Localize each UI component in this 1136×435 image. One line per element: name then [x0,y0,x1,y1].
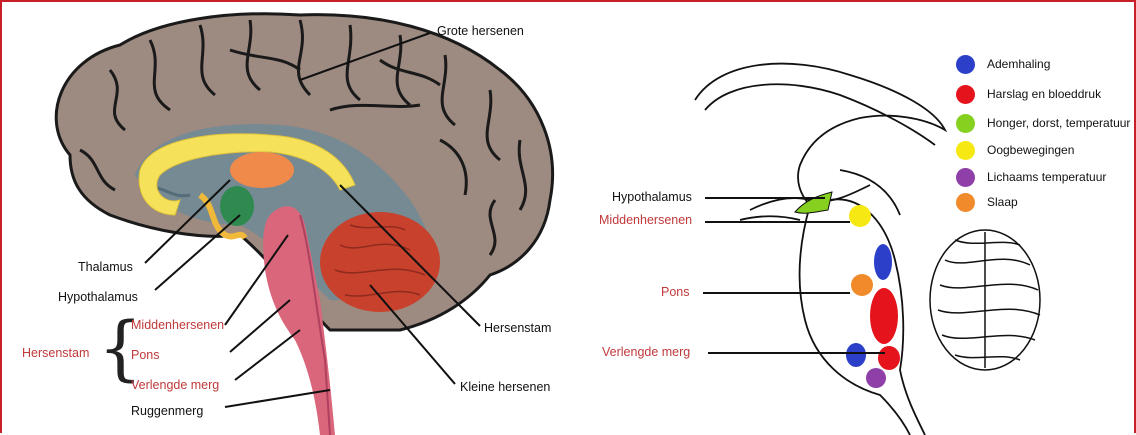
legend-item-lichaams: Lichaams temperatuur [956,166,1106,188]
legend-swatch [956,141,975,160]
dot-slaap [851,274,873,296]
label-pons-right: Pons [661,285,690,299]
label-medulla-left: Verlengde merg [131,378,219,392]
legend-item-slaap: Slaap [956,191,1018,213]
label-thalamus: Thalamus [78,260,133,274]
schematic-hypothalamus [795,192,832,213]
label-hypothalamus-right: Hypothalamus [612,190,692,204]
legend-label: Oogbewegingen [987,143,1074,157]
legend-swatch [956,168,975,187]
legend-item-oogbewegingen: Oogbewegingen [956,139,1074,161]
label-brainstem-group: Hersenstam [22,346,89,360]
legend-swatch [956,193,975,212]
label-midbrain-left: Middenhersenen [131,318,224,332]
label-cerebellum: Kleine hersenen [460,380,550,394]
label-brainstem: Hersenstam [484,321,551,335]
dot-ademhaling-upper [874,244,892,280]
legend-swatch [956,55,975,74]
legend-label: Slaap [987,195,1018,209]
label-midbrain-right: Middenhersenen [599,213,692,227]
legend-label: Harslag en bloeddruk [987,87,1101,101]
dot-oogbewegingen [849,205,871,227]
dot-ademhaling-lower [846,343,866,367]
legend-swatch [956,114,975,133]
legend-label: Honger, dorst, temperatuur [987,116,1130,130]
thalamus-shape [230,152,294,188]
label-cerebrum: Grote hersenen [437,24,524,38]
dot-harslag-small [878,346,900,370]
dot-harslag-large [870,288,898,344]
label-pons-left: Pons [131,348,160,362]
legend-item-honger: Honger, dorst, temperatuur [956,112,1136,134]
label-medulla-right: Verlengde merg [602,345,690,359]
schematic-outline [695,64,945,435]
legend-swatch [956,85,975,104]
legend-label: Ademhaling [987,57,1050,71]
legend-item-ademhaling: Ademhaling [956,53,1050,75]
legend-label: Lichaams temperatuur [987,170,1106,184]
label-hypothalamus-left: Hypothalamus [58,290,138,304]
label-spinal-cord: Ruggenmerg [131,404,203,418]
dot-lichaams-temperatuur [866,368,886,388]
schematic-cerebellum [930,230,1040,370]
hypothalamus-shape [220,186,254,226]
legend-item-harslag: Harslag en bloeddruk [956,83,1101,105]
